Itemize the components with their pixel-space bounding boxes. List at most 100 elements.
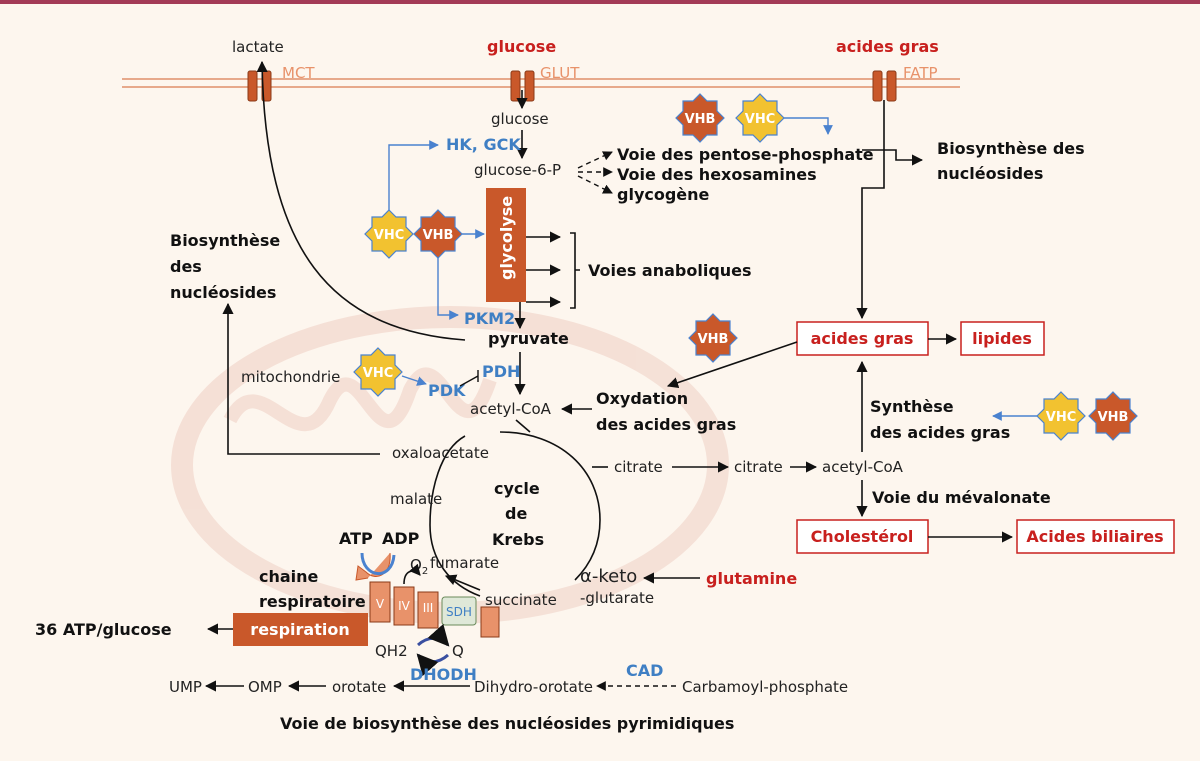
sdh-box (441, 596, 477, 626)
voies-anaboliques-label: Voies anaboliques (588, 261, 752, 280)
pdk-inhibit (459, 370, 479, 387)
pdh-label: PDH (482, 362, 520, 381)
vhc-pdk-arrow (401, 375, 427, 386)
acetyl-coa-right-label: acetyl-CoA (822, 458, 904, 476)
vhb-badge-glycolysis: VHB (413, 209, 463, 259)
svg-text:VHB: VHB (1098, 410, 1129, 425)
svg-text:VHC: VHC (363, 366, 393, 381)
g6p-label: glucose-6-P (474, 161, 561, 179)
svg-text:VHC: VHC (374, 228, 404, 243)
vhc-badge-fa-synth: VHC (1036, 391, 1086, 441)
vhc-pentose-arrow (784, 117, 833, 135)
vhc-badge-glycolysis: VHC (364, 209, 414, 259)
complex-dhodh (480, 606, 500, 638)
oxydation-label-1: Oxydation (596, 389, 688, 408)
citrate-2-label: citrate (734, 458, 783, 476)
cycle-label-3: Krebs (492, 530, 544, 549)
acides-gras-box-label: acides gras (811, 329, 914, 348)
anabolic-bracket (570, 232, 580, 309)
succinate-label: succinate (485, 591, 557, 609)
complex-iii-label: III (423, 601, 434, 615)
hexosamines-label: Voie des hexosamines (617, 165, 817, 184)
svg-text:VHB: VHB (423, 228, 454, 243)
chaine-label-1: chaine (259, 567, 319, 586)
acides-biliaires-label: Acides biliaires (1026, 527, 1163, 546)
cholesterol-label: Cholestérol (811, 527, 914, 546)
fatp-import-arrow (856, 100, 885, 320)
pkm2-label: PKM2 (464, 309, 515, 328)
oxidation-arrow (666, 341, 798, 389)
pentose-biosynth-arrow (862, 149, 924, 166)
vhc-badge-pdk: VHC (353, 347, 403, 397)
top-bar (0, 0, 1200, 4)
glutamine-label: glutamine (706, 569, 797, 588)
vhb-pkm2-arrow (437, 258, 459, 320)
complex-v (369, 581, 391, 623)
pyruvate-label: pyruvate (488, 329, 569, 348)
vhb-badge-top: VHB (675, 93, 725, 143)
q-cycle-bottom (416, 653, 450, 677)
oxydation-label-2: des acides gras (596, 415, 736, 434)
chaine-label-2: respiratoire (259, 592, 366, 611)
dhodh-label: DHODH (410, 665, 477, 684)
vhc-hk-arrow (388, 140, 439, 210)
pentose-label: Voie des pentose-phosphate (617, 145, 874, 164)
acetyl-coa-label: acetyl-CoA (470, 400, 552, 418)
carbamoyl-label: Carbamoyl-phosphate (682, 678, 848, 696)
fatp-transporter (872, 70, 897, 102)
fumarate-label: fumarate (430, 554, 499, 572)
svg-text:VHC: VHC (1046, 410, 1076, 425)
glut-label: GLUT (540, 64, 580, 82)
q-cycle-top (416, 623, 450, 647)
glut-transporter (510, 70, 535, 102)
sdh-label: SDH (446, 605, 472, 619)
atp-synthase-loop (360, 552, 396, 575)
svg-text:VHB: VHB (698, 332, 729, 347)
malate-label: malate (390, 490, 442, 508)
pdk-label: PDK (428, 381, 466, 400)
respiration-label: respiration (250, 620, 349, 639)
complex-iv (393, 586, 415, 626)
ump-label: UMP (169, 678, 202, 696)
glucose-cyto-label: glucose (491, 110, 549, 128)
krebs-arc-right (499, 431, 601, 581)
lactate-label: lactate (232, 38, 284, 56)
atp-glucose-label: 36 ATP/glucose (35, 620, 172, 639)
lactate-export-arrow (256, 60, 466, 341)
pyrimidine-title: Voie de biosynthèse des nucléosides pyri… (280, 714, 734, 733)
vhb-badge-fa-synth: VHB (1088, 391, 1138, 441)
cycle-label-1: cycle (494, 479, 540, 498)
glucose-label: glucose (487, 37, 556, 56)
qh2-label: QH2 (375, 642, 408, 660)
omp-label: OMP (248, 678, 282, 696)
orotate-label: orotate (332, 678, 386, 696)
fatp-label: FATP (903, 64, 938, 82)
acides-gras-box (796, 321, 929, 356)
complex-iv-label: IV (398, 599, 411, 613)
biosynth-left-3: nucléosides (170, 283, 276, 302)
complex-iv-o2-arrow (403, 563, 421, 585)
svg-text:VHB: VHB (685, 112, 716, 127)
lipides-box (960, 321, 1045, 356)
akg-label-2: -glutarate (580, 589, 654, 607)
svg-text:VHC: VHC (745, 112, 775, 127)
mitochondrie-label: mitochondrie (241, 368, 340, 386)
glycogene-arrow (577, 175, 613, 194)
biosynth-left-2: des (170, 257, 202, 276)
acetyl-krebs-line (515, 419, 531, 433)
mct-label: MCT (282, 64, 315, 82)
vhc-badge-top: VHC (735, 93, 785, 143)
adp-label: ADP (382, 529, 420, 548)
synthese-label-1: Synthèse (870, 397, 954, 416)
q-label: Q (452, 642, 464, 660)
mevalonate-label: Voie du mévalonate (872, 488, 1051, 507)
oxaloacetate-label: oxaloacetate (392, 444, 489, 462)
synthese-label-2: des acides gras (870, 423, 1010, 442)
biosynth-left-1: Biosynthèse (170, 231, 280, 250)
succinate-fumarate-arrow (444, 574, 481, 591)
cad-label: CAD (626, 661, 663, 680)
glycogene-label: glycogène (617, 185, 710, 204)
respiration-box (233, 613, 368, 646)
glycolysis-box (486, 188, 526, 302)
